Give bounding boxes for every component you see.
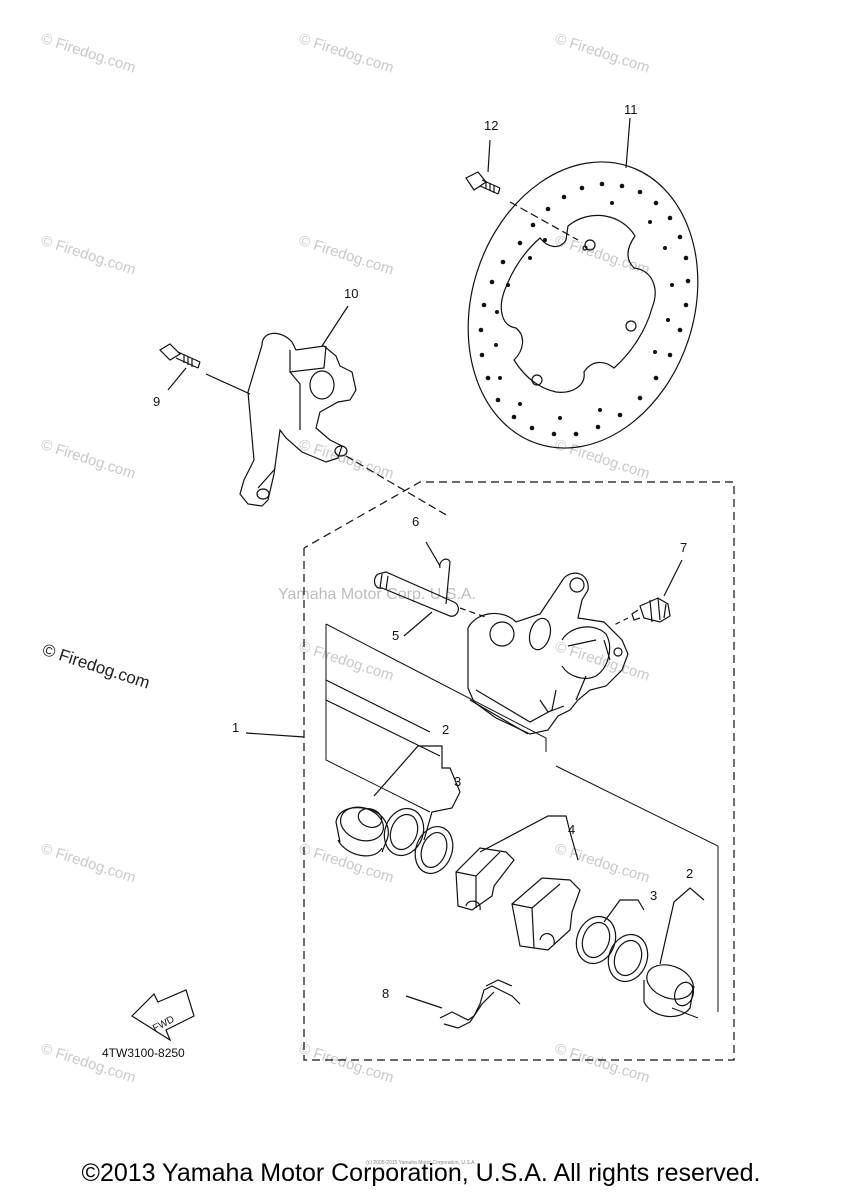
- callout-6: 6: [412, 514, 420, 529]
- fwd-label: FWD: [151, 1014, 176, 1034]
- callout-1: 1: [232, 720, 240, 735]
- callout-7: 7: [680, 540, 688, 555]
- callout-5: 5: [392, 628, 400, 643]
- bleed-screw: [611, 559, 683, 627]
- callout-8: 8: [382, 986, 390, 1001]
- kit-outline: [325, 623, 719, 1019]
- seal-right: [575, 915, 649, 983]
- piston-right: [643, 964, 695, 1018]
- copyright-footer: ©2013 Yamaha Motor Corporation, U.S.A. A…: [81, 1159, 761, 1187]
- brake-pad-left: [455, 847, 515, 911]
- fwd-arrow-icon: [131, 989, 195, 1042]
- caliper-assembly-frame: [303, 481, 735, 1061]
- pin-clip: [425, 541, 451, 605]
- callout-2: 2: [442, 722, 450, 737]
- caliper-bracket: [239, 332, 357, 507]
- caliper-body: [467, 572, 629, 735]
- brake-pad-right: [511, 877, 581, 951]
- callout-11: 11: [624, 102, 638, 117]
- callout-10: 10: [344, 286, 359, 301]
- disc-bolt: [465, 171, 579, 241]
- pad-spring: [405, 979, 521, 1029]
- callout-2: 2: [686, 866, 694, 881]
- bracket-bolt: [159, 343, 449, 517]
- seal-left: [383, 807, 454, 874]
- small-print: (c) 2005-2015 Yamaha Motor Corporation, …: [366, 1160, 476, 1166]
- piston-left: [335, 806, 389, 857]
- callout-3: 3: [454, 774, 462, 789]
- part-code: 4TW3100-8250: [102, 1046, 185, 1060]
- brake-disc: [467, 161, 699, 449]
- callout-12: 12: [484, 118, 499, 133]
- callout-9: 9: [153, 394, 161, 409]
- callout-4: 4: [568, 822, 576, 837]
- caliper-pin: [373, 571, 489, 637]
- callout-3: 3: [650, 888, 658, 903]
